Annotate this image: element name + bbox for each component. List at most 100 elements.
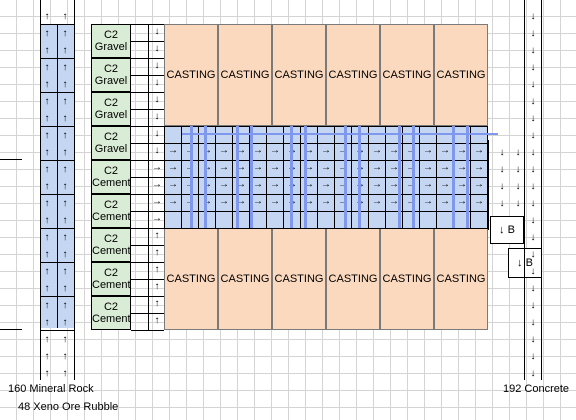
- up-arrow: ↑: [62, 317, 68, 328]
- reservoir-material: Gravel: [94, 109, 128, 121]
- up-arrow: ↑: [62, 368, 68, 379]
- right-arrow: →: [423, 145, 433, 156]
- right-arrow: →: [406, 145, 416, 156]
- right-arrow: →: [440, 145, 450, 156]
- right-arrow: →: [253, 162, 263, 173]
- up-arrow: ↑: [44, 249, 50, 260]
- input-conveyor-separator: [40, 126, 74, 127]
- down-arrow: ↓: [499, 181, 505, 192]
- right-arrow: →: [270, 179, 280, 190]
- right-arrow: →: [168, 179, 178, 190]
- casting-bottom-5: CASTING: [380, 228, 434, 330]
- right-arrow: →: [219, 145, 229, 156]
- right-arrow: →: [389, 145, 399, 156]
- buffer-box-b-label: ↓ B: [517, 257, 533, 269]
- feed-separator: [131, 245, 164, 246]
- right-arrow: →: [152, 162, 162, 173]
- right-arrow: →: [440, 196, 450, 207]
- right-arrow: →: [270, 145, 280, 156]
- pipe-vertical: [290, 126, 293, 228]
- right-arrow: →: [440, 179, 450, 190]
- down-arrow: ↓: [154, 128, 160, 139]
- right-arrow: →: [457, 196, 467, 207]
- middle-conveyor-col-line: [283, 126, 284, 228]
- right-arrow: →: [253, 145, 263, 156]
- feed-separator: [131, 194, 164, 195]
- input-conveyor-separator: [40, 58, 74, 59]
- middle-conveyor-col-line: [385, 126, 386, 228]
- right-arrow: →: [389, 179, 399, 190]
- right-arrow: →: [338, 162, 348, 173]
- side-marker-bottom: [0, 329, 22, 330]
- right-arrow: →: [236, 162, 246, 173]
- input-conveyor-separator: [40, 24, 74, 25]
- input-conveyor-right-edge: [74, 0, 75, 380]
- middle-conveyor-col-line: [266, 126, 267, 228]
- reservoir-tier: C2: [103, 63, 119, 75]
- up-arrow: ↑: [62, 96, 68, 107]
- right-arrow: →: [219, 179, 229, 190]
- right-arrow: →: [168, 162, 178, 173]
- up-arrow: ↑: [62, 215, 68, 226]
- down-arrow: ↓: [499, 147, 505, 158]
- up-arrow: ↑: [154, 298, 160, 309]
- input-conveyor-separator: [40, 228, 74, 229]
- up-arrow: ↑: [62, 11, 68, 22]
- up-arrow: ↑: [44, 28, 50, 39]
- reservoir-tier: C2: [103, 233, 119, 245]
- middle-conveyor-col-line: [436, 126, 437, 228]
- up-arrow: ↑: [44, 232, 50, 243]
- up-arrow: ↑: [44, 45, 50, 56]
- casting-top-5: CASTING: [380, 24, 434, 126]
- right-arrow: →: [372, 145, 382, 156]
- up-arrow: ↑: [62, 283, 68, 294]
- up-arrow: ↑: [62, 198, 68, 209]
- up-arrow: ↑: [44, 334, 50, 345]
- up-arrow: ↑: [62, 266, 68, 277]
- right-arrow: →: [321, 145, 331, 156]
- feed-separator: [131, 296, 164, 297]
- up-arrow: ↑: [44, 130, 50, 141]
- down-arrow: ↓: [530, 198, 536, 209]
- right-arrow: →: [202, 145, 212, 156]
- middle-conveyor-row-line: [164, 211, 488, 212]
- right-arrow: →: [152, 179, 162, 190]
- middle-conveyor-col-line: [368, 126, 369, 228]
- feed-separator: [131, 92, 164, 93]
- middle-conveyor-col-line: [334, 126, 335, 228]
- reservoir-material: Cement: [92, 211, 131, 223]
- reservoir-material: Cement: [92, 245, 131, 257]
- input-conveyor-separator: [40, 262, 74, 263]
- pipe-vertical: [236, 126, 239, 228]
- reservoir-material: Cement: [92, 279, 131, 291]
- feed-separator: [131, 143, 164, 144]
- reservoir-tier: C2: [103, 165, 119, 177]
- feed-separator: [131, 228, 164, 229]
- middle-conveyor-col-line: [215, 126, 216, 228]
- right-arrow: →: [219, 162, 229, 173]
- up-arrow: ↑: [44, 113, 50, 124]
- reservoir-tier: C2: [103, 29, 119, 41]
- up-arrow: ↑: [62, 334, 68, 345]
- up-arrow: ↑: [44, 198, 50, 209]
- up-arrow: ↑: [154, 247, 160, 258]
- up-arrow: ↑: [154, 281, 160, 292]
- reservoir-tier: C2: [103, 301, 119, 313]
- middle-conveyor-col-line: [317, 126, 318, 228]
- output-conveyor-right-edge: [541, 0, 542, 380]
- right-arrow: →: [304, 162, 314, 173]
- middle-conveyor-col-line: [487, 126, 488, 228]
- up-arrow: ↑: [44, 79, 50, 90]
- input-conveyor-left-edge: [40, 0, 41, 380]
- down-arrow: ↓: [530, 317, 536, 328]
- up-arrow: ↑: [62, 232, 68, 243]
- right-arrow: →: [321, 179, 331, 190]
- up-arrow: ↑: [44, 266, 50, 277]
- right-arrow: →: [372, 196, 382, 207]
- middle-conveyor-col-line: [181, 126, 182, 228]
- right-arrow: →: [423, 162, 433, 173]
- middle-conveyor-col-line: [300, 126, 301, 228]
- right-arrow: →: [270, 196, 280, 207]
- feed-separator: [131, 330, 164, 331]
